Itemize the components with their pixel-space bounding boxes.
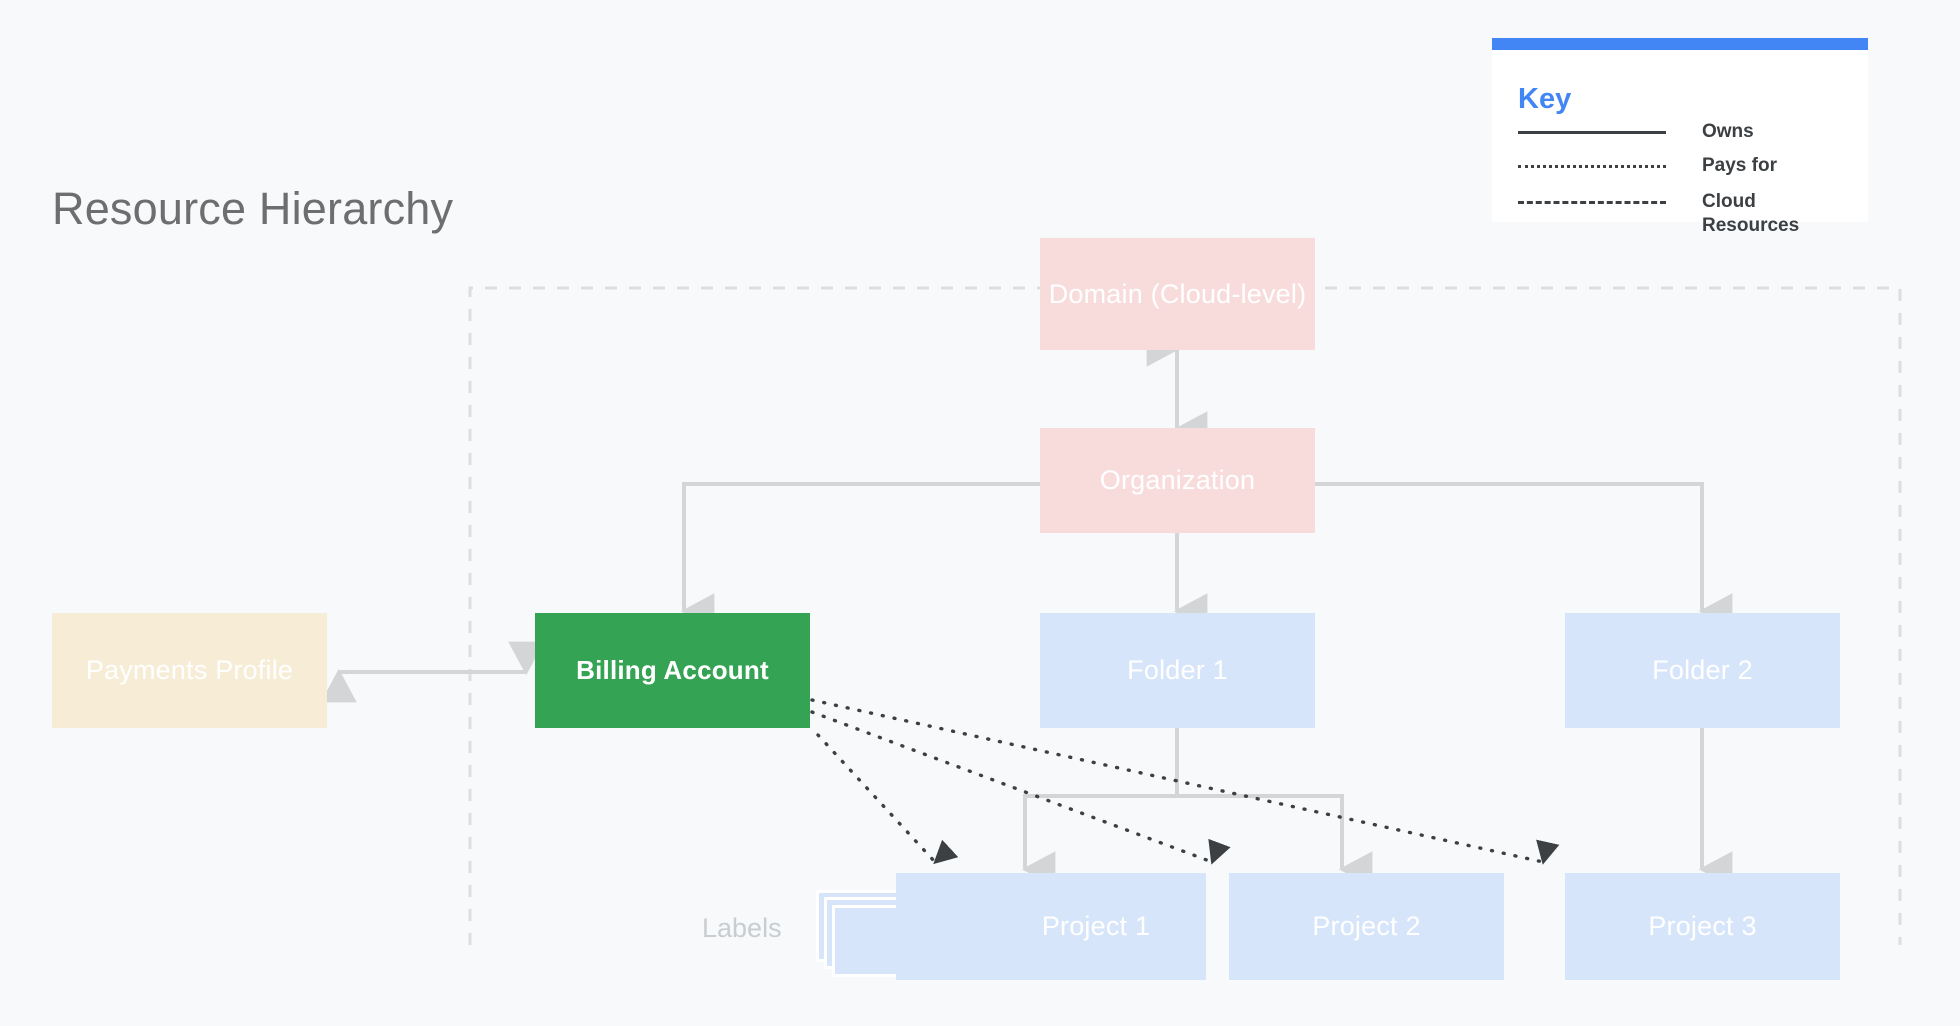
key-panel: Key Owns Pays for Cloud Resources — [1492, 38, 1868, 236]
node-folder-2[interactable]: Folder 2 — [1565, 613, 1840, 728]
node-billing-account-label: Billing Account — [576, 654, 769, 685]
node-organization-label: Organization — [1099, 465, 1256, 496]
node-project-2-label: Project 2 — [1312, 911, 1421, 942]
node-folder-2-label: Folder 2 — [1652, 655, 1753, 686]
edge-organization-folder2 — [1315, 482, 1733, 630]
node-folder-1-label: Folder 1 — [1127, 655, 1228, 686]
node-project-2[interactable]: Project 2 — [1229, 873, 1504, 980]
key-row-cloud-resources: Cloud Resources — [1518, 190, 1852, 238]
key-accent-bar — [1492, 38, 1868, 50]
node-domain[interactable]: Domain (Cloud-level) — [1040, 238, 1315, 350]
edge-billing-project2 — [810, 710, 1231, 865]
key-label-pays-for: Pays for — [1702, 155, 1777, 176]
node-domain-label: Domain (Cloud-level) — [1048, 278, 1307, 309]
node-folder-1[interactable]: Folder 1 — [1040, 613, 1315, 728]
node-payments-profile-label: Payments Profile — [85, 655, 294, 686]
edge-folder1-project1 — [1021, 727, 1179, 888]
page-title: Resource Hierarchy — [52, 183, 454, 234]
node-project-1[interactable]: Project 1 — [896, 873, 1206, 980]
node-project-1-label: Project 1 — [1041, 911, 1151, 942]
node-project-3[interactable]: Project 3 — [1565, 873, 1840, 980]
node-billing-account[interactable]: Billing Account — [535, 613, 810, 728]
solid-line-icon — [1518, 131, 1666, 136]
key-row-pays-for: Pays for — [1518, 154, 1852, 178]
labels-caption: Labels — [702, 913, 782, 943]
node-payments-profile[interactable]: Payments Profile — [52, 613, 327, 728]
dotted-line-icon — [1518, 165, 1666, 170]
edge-folder1-project2 — [1175, 727, 1373, 888]
key-title: Key — [1518, 83, 1572, 115]
key-label-owns: Owns — [1702, 121, 1754, 142]
edge-billing-project1 — [816, 733, 959, 865]
node-organization[interactable]: Organization — [1040, 428, 1315, 533]
key-row-owns: Owns — [1518, 120, 1852, 144]
dashed-line-icon — [1518, 201, 1666, 206]
key-label-cloud-resources: Cloud Resources — [1702, 191, 1800, 236]
edge-organization-billing — [680, 482, 1040, 630]
node-project-3-label: Project 3 — [1648, 911, 1757, 942]
